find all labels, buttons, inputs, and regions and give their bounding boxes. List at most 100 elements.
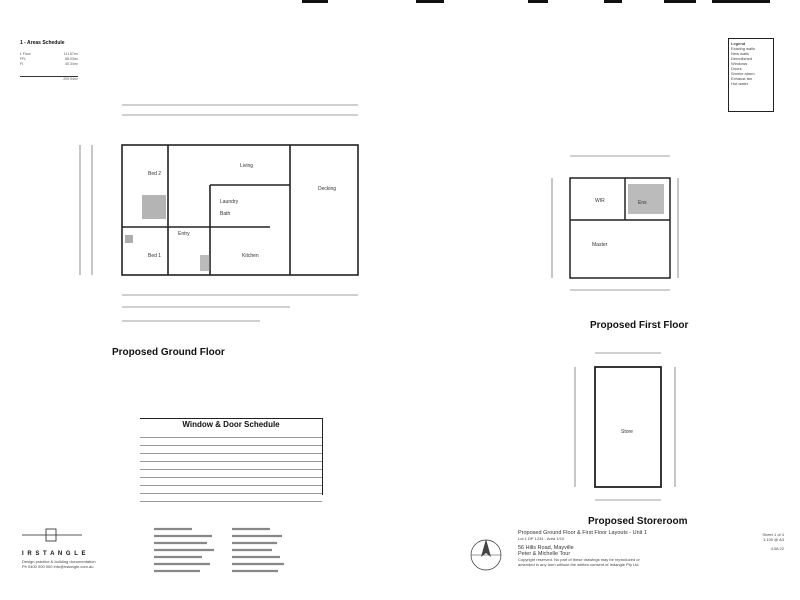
firm-line-2: Ph 0400 000 000 info@irstangle.com.au (22, 564, 94, 569)
areas-row-label: FFL (20, 57, 27, 61)
first-floor-dimensions (551, 155, 679, 291)
schedule-table (140, 430, 322, 502)
schedule-cell (140, 493, 159, 502)
schedule-cell (158, 469, 231, 478)
firm-name: I R S T A N G L E (22, 551, 87, 557)
top-edge-mark (416, 0, 444, 3)
top-edge-mark (528, 0, 548, 3)
room-label: Decking (318, 186, 336, 192)
storeroom-dimensions (574, 352, 676, 501)
schedule-cell (258, 485, 322, 494)
schedule-cell (140, 477, 159, 486)
first-floor-room-labels: Master WIR Ens (592, 198, 647, 248)
schedule-row (140, 445, 322, 454)
room-label: Bath (220, 211, 231, 217)
schedule-cell (140, 453, 159, 462)
schedule-cell (258, 445, 322, 454)
storeroom-title: Proposed Storeroom (588, 516, 688, 527)
ground-floor-hatch (125, 195, 210, 271)
ground-floor-room-labels: Living Bed 2 Bed 1 Bath Kitchen Decking … (148, 163, 336, 259)
schedule-cell (230, 461, 259, 470)
schedule-cell (158, 430, 231, 438)
schedule-row (140, 493, 322, 502)
room-label: Store (621, 429, 633, 435)
schedule-cell (158, 445, 231, 454)
copyright-note-2: amended in any form without the written … (518, 562, 639, 567)
room-label: WIR (595, 198, 605, 204)
schedule-cell (258, 461, 322, 470)
storeroom-plan: Store (574, 352, 676, 501)
areas-schedule-box: 1 - Areas Schedule L Floor 111.57m² FFL 58… (20, 40, 78, 86)
firm-block: I R S T A N G L E Design practice & buil… (22, 528, 132, 569)
schedule-cell (140, 485, 159, 494)
schedule-cell (158, 437, 231, 446)
title-line-2: Lot 1 DP 1234 - Area 1/10 (518, 536, 565, 541)
schedule-cell (258, 469, 322, 478)
schedule-cell (140, 469, 159, 478)
areas-row: FFL 58.03m² (20, 57, 78, 62)
first-floor-hatch (628, 184, 664, 214)
legend-item: Windows (731, 61, 748, 66)
areas-row-value: 111.57m² (63, 52, 78, 56)
room-label: Master (592, 242, 608, 248)
legend-item: New walls (731, 51, 750, 56)
room-label: Living (240, 163, 253, 169)
schedule-cell (230, 469, 259, 478)
ground-floor-plan: Living Bed 2 Bed 1 Bath Kitchen Decking … (79, 104, 359, 322)
storeroom-walls (594, 366, 662, 488)
legend-box: Legend Existing walls New walls Demolish… (728, 38, 774, 112)
room-label: Laundry (220, 199, 239, 205)
sheet-date: 4.08.22 (770, 546, 784, 551)
schedule-cell (230, 445, 259, 454)
schedule-cell (230, 493, 259, 502)
top-edge-mark (664, 0, 696, 3)
schedule-cell (258, 477, 322, 486)
schedule-row (140, 469, 322, 478)
legend-item: Demolished (731, 56, 753, 61)
schedule-cell (258, 453, 322, 462)
schedule-cell (140, 461, 159, 470)
room-label: Kitchen (242, 253, 259, 259)
firm-logo-icon (22, 528, 82, 542)
schedule-cell (158, 461, 231, 470)
schedule-row (140, 430, 322, 438)
schedule-row (140, 461, 322, 470)
first-floor-plan: Master WIR Ens (551, 155, 679, 291)
title-line-1: Proposed Ground Floor & First Floor Layo… (518, 530, 647, 536)
legend-title: Legend (731, 41, 746, 46)
ground-floor-walls (121, 144, 359, 276)
sheet-number: Sheet 1 of 4 (762, 532, 784, 537)
ground-floor-dimensions (79, 104, 358, 322)
schedule-cell (158, 485, 231, 494)
schedule-cell (140, 445, 159, 454)
areas-row-value: 58.03m² (65, 57, 78, 61)
legend-item: Doors (731, 66, 742, 71)
schedule-cell (258, 493, 322, 502)
schedule-row (140, 437, 322, 446)
top-edge-mark (302, 0, 328, 3)
window-door-schedule: Window & Door Schedule (140, 418, 323, 502)
areas-row: L Floor 111.57m² (20, 52, 78, 57)
legend-item: Smoke alarm (731, 71, 755, 76)
areas-row-label: Fl (20, 62, 23, 66)
north-arrow-icon (470, 539, 502, 571)
notes-lines (154, 527, 284, 573)
schedule-cell (158, 493, 231, 502)
room-label: Bed 2 (148, 171, 161, 177)
areas-schedule-title: 1 - Areas Schedule (20, 40, 65, 46)
schedule-cell (230, 453, 259, 462)
top-edge-mark (712, 0, 770, 3)
sheet-scale: 1:100 @ A3 (763, 537, 784, 542)
areas-row-label: L Floor (20, 52, 31, 56)
project-address: 56 Hills Road, Mayville (518, 545, 574, 551)
schedule-row (140, 453, 322, 462)
schedule-cell (158, 453, 231, 462)
schedule-cell (258, 437, 322, 446)
general-notes-block (154, 527, 284, 573)
schedule-title: Window & Door Schedule (182, 420, 280, 429)
schedule-cell (230, 430, 259, 438)
schedule-cell (158, 477, 231, 486)
first-floor-walls (569, 177, 671, 279)
